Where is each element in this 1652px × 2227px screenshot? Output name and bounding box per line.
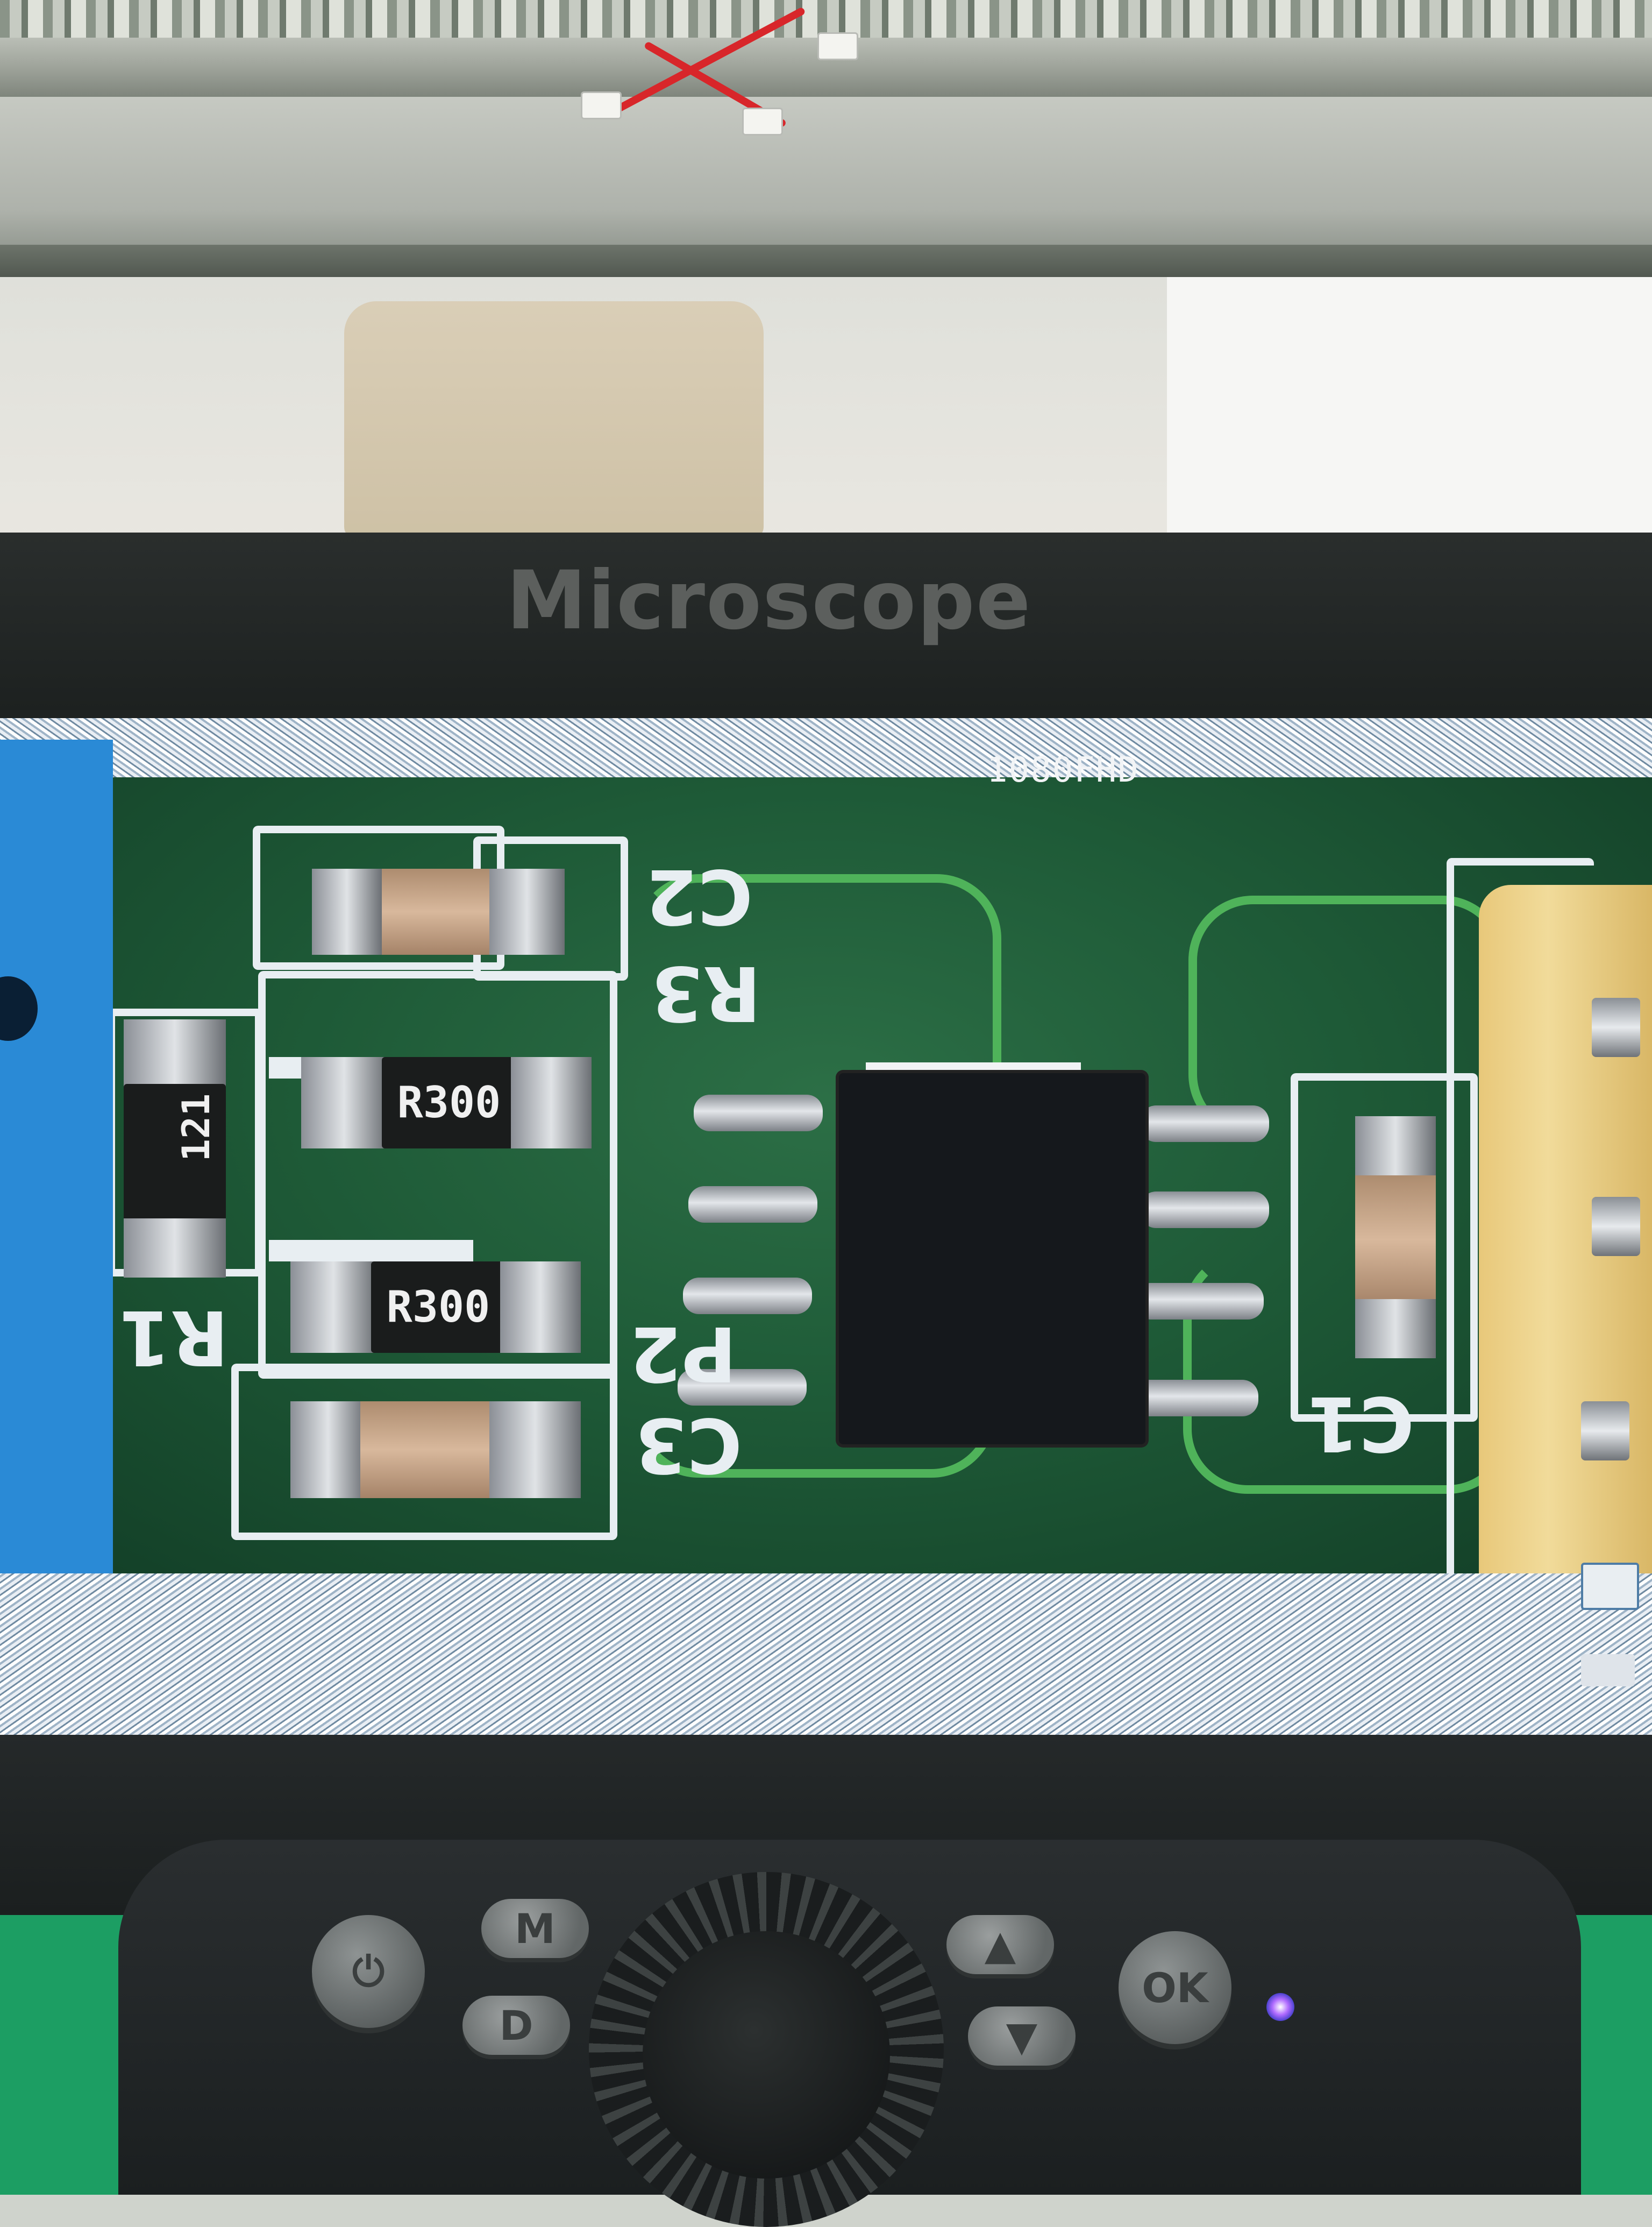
solder-end [124, 1218, 226, 1278]
down-arrow-icon: ▼ [1006, 2012, 1038, 2060]
down-button[interactable]: ▼ [968, 2006, 1076, 2066]
noisy-edge-bottom [0, 1573, 1652, 1735]
silk-label-c2: C2 [645, 852, 753, 940]
ic-pin [683, 1278, 812, 1314]
pcb-view: R300 R300 121 C2 [0, 777, 1652, 1665]
resistor-121: 121 [124, 1084, 226, 1224]
ic-pin [1140, 1191, 1269, 1228]
capacitor-c3 [360, 1401, 495, 1498]
mode-label: M [515, 1904, 556, 1953]
header-pin [1592, 1197, 1640, 1256]
solder-end [290, 1401, 366, 1498]
shelf-edge [0, 245, 1652, 277]
solder-end [290, 1261, 376, 1353]
silk-label-r3: R3 [651, 949, 761, 1037]
solder-end [301, 1057, 387, 1148]
wire-connector [581, 91, 622, 119]
monitor-screen: R300 R300 121 C2 [0, 718, 1652, 1735]
ic-pin [688, 1186, 817, 1223]
power-button[interactable]: ⏻ [312, 1915, 425, 2028]
resistor-r300-lower: R300 [371, 1261, 505, 1353]
ok-button[interactable]: OK [1119, 1931, 1231, 2044]
ok-label: OK [1142, 1963, 1208, 2012]
delete-button[interactable]: D [462, 1996, 570, 2055]
background-scene [0, 0, 1652, 538]
solder-end [312, 869, 382, 955]
capacitor-c2 [376, 869, 495, 955]
ic-pin [1129, 1380, 1258, 1416]
ic-chip [839, 1073, 1145, 1444]
solder-end [489, 869, 565, 955]
status-led [1266, 1993, 1294, 2021]
cable-bundle [0, 0, 1652, 38]
solder-end [124, 1019, 226, 1089]
wire-connector [817, 32, 858, 60]
solder-end [511, 1057, 592, 1148]
monitor-top-bezel [0, 533, 1652, 710]
wire-connector [742, 108, 783, 136]
playback-mode-icon [1581, 1654, 1635, 1686]
silkscreen-line [269, 1240, 473, 1261]
resistor-marking: R300 [397, 1077, 501, 1127]
solder-end [1355, 1116, 1436, 1181]
silkscreen-outline [1291, 1073, 1478, 1422]
silk-label-p2: P2 [629, 1309, 737, 1397]
silk-label-r1: R1 [118, 1293, 229, 1381]
resistor-r300-upper: R300 [382, 1057, 516, 1148]
header-pin [1581, 1401, 1629, 1460]
osd-resolution-label: 1080FHD [987, 750, 1140, 790]
pcb-trace [1188, 896, 1507, 1139]
shelf-underside [0, 97, 1652, 258]
solder-end [500, 1261, 581, 1353]
mode-button[interactable]: M [481, 1899, 589, 1958]
ic-pin [1140, 1105, 1269, 1142]
silk-label-c3: C3 [635, 1401, 743, 1488]
brand-logo: Microscope [506, 554, 1032, 648]
header-pin [1592, 998, 1640, 1057]
resistor-marking: R300 [386, 1282, 490, 1332]
ic-pin [694, 1095, 823, 1131]
ic-pin [678, 1369, 807, 1406]
noisy-edge-top [0, 718, 1652, 783]
silk-label-c1: C1 [1307, 1379, 1415, 1467]
resistor-marking: 121 [174, 1093, 218, 1162]
bright-window [1167, 264, 1652, 538]
ic-pin [1135, 1283, 1264, 1320]
solder-end [1355, 1299, 1436, 1358]
up-arrow-icon: ▲ [984, 1920, 1016, 1969]
power-icon: ⏻ [352, 1947, 385, 1995]
delete-label: D [499, 2001, 533, 2049]
solder-end [489, 1401, 581, 1498]
up-button[interactable]: ▲ [946, 1915, 1054, 1974]
sd-card-missing-icon [1581, 1563, 1639, 1610]
blue-component [0, 740, 113, 1600]
capacitor-c1 [1355, 1175, 1436, 1304]
focus-knob-center [643, 1931, 890, 2179]
chair [344, 301, 764, 538]
silkscreen-outline [231, 1364, 617, 1540]
